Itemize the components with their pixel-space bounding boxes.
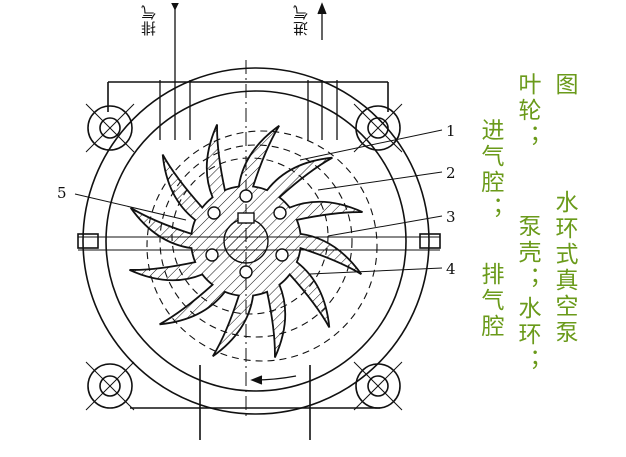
caption-col-4: 泵壳； [514, 214, 540, 292]
exhaust-pipe [159, 2, 191, 140]
callout-2: 2 [446, 164, 456, 182]
caption-col-1: 图 [551, 72, 577, 98]
callout-4: 4 [446, 260, 456, 278]
caption-col-6: 进气腔； [477, 118, 503, 222]
caption-col-3: 叶轮； [514, 72, 540, 150]
pump-casing [77, 67, 441, 440]
callout-1: 1 [446, 122, 456, 140]
intake-label: 进气 [292, 4, 310, 36]
caption-col-2: 水环式真空泵 [551, 190, 577, 346]
rotation-arrow [250, 375, 297, 385]
intake-pipe [307, 2, 338, 140]
flange-centerlines [85, 103, 403, 411]
caption-col-7: 排气腔 [477, 262, 503, 340]
callout-5: 5 [57, 184, 67, 202]
callout-3: 3 [446, 208, 456, 226]
impeller-hub [205, 189, 289, 279]
exhaust-label: 排气 [140, 4, 158, 36]
caption-col-5: 水环； [514, 296, 540, 374]
leader-lines [74, 129, 443, 275]
